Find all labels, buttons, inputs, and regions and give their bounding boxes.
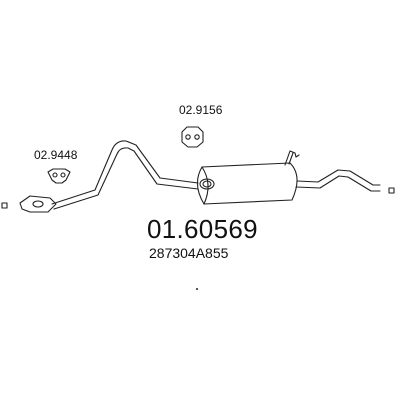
dot-mark [196, 288, 198, 290]
right-end-connector-icon [388, 187, 395, 194]
oem-number: 287304A855 [149, 245, 229, 261]
part-ref-rubber-mount: 02.9448 [34, 148, 78, 162]
article-number: 01.60569 [147, 214, 258, 244]
rubber-mount-icon [47, 168, 71, 184]
front-pipe [51, 140, 199, 210]
part-ref-hanger-bracket: 02.9156 [179, 103, 223, 117]
left-end-connector-icon [1, 202, 8, 209]
flange-icon [19, 195, 57, 213]
tail-pipe [295, 169, 381, 192]
hanger-bracket-icon [181, 126, 204, 148]
silencer-box [196, 150, 300, 205]
